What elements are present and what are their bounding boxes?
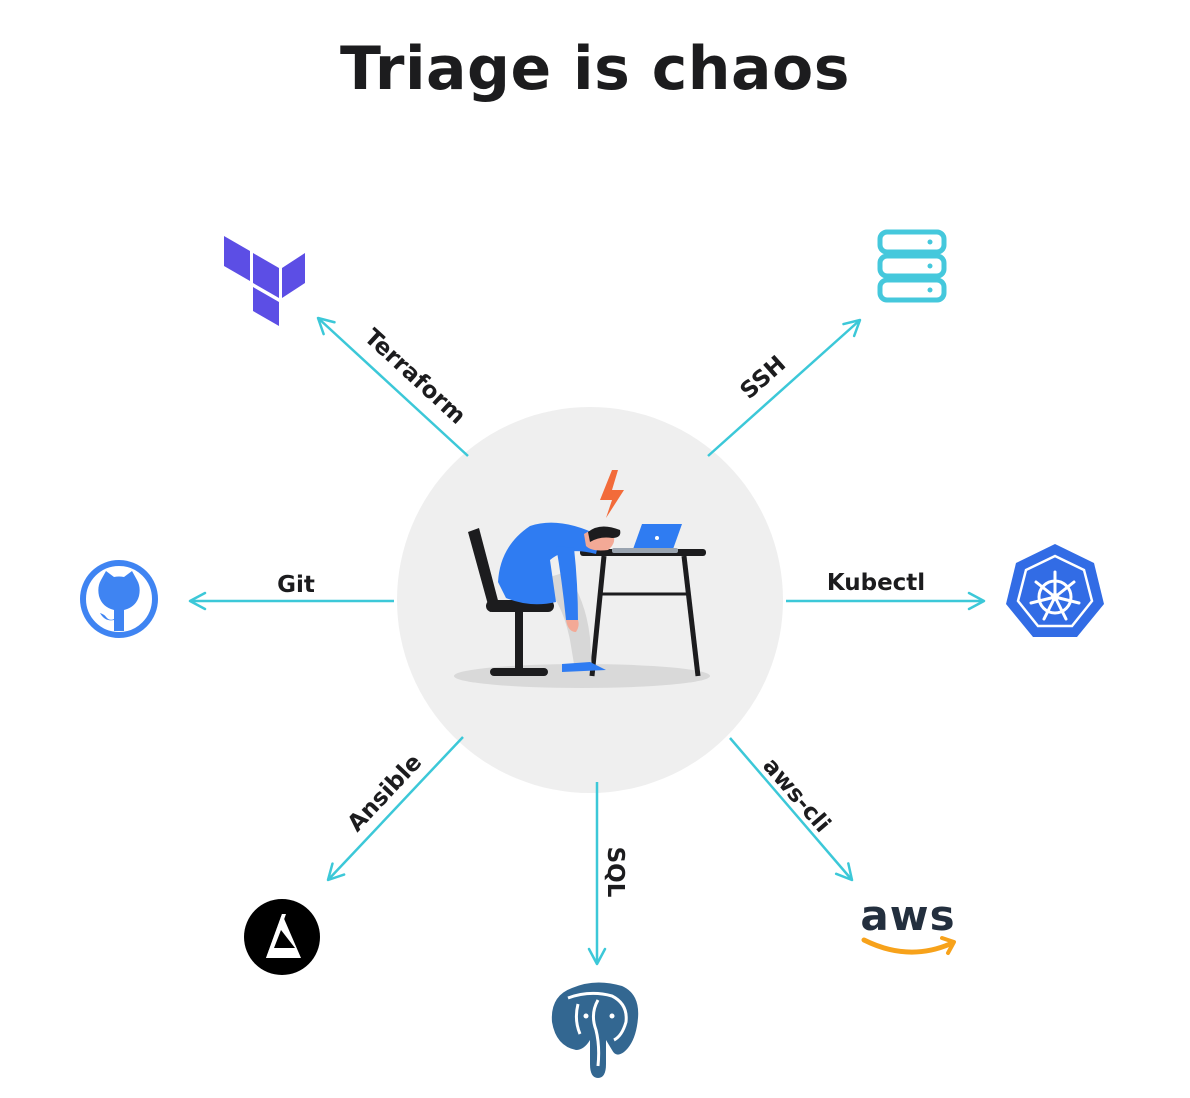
label-ansible: Ansible [343,749,428,836]
server-icon [877,229,947,303]
kubernetes-icon [1006,544,1104,637]
arrow-ssh [707,318,862,457]
center-circle [397,407,783,793]
github-icon [80,560,158,638]
page-title: Triage is chaos [340,34,850,104]
terraform-icon [224,236,305,326]
aws-logo-text: aws [860,891,955,940]
tired-developer-illustration [454,470,710,688]
arrow-ansible [326,736,464,882]
label-awscli: aws-cli [757,753,835,838]
ansible-icon [244,899,320,975]
arrow-terraform [316,316,469,457]
label-kubectl: Kubectl [827,570,925,596]
label-terraform: Terraform [359,324,470,429]
label-ssh: SSH [736,351,792,405]
postgresql-icon [551,982,639,1078]
label-git: Git [277,572,315,598]
aws-icon: aws [860,891,956,955]
label-sql: SQL [602,847,628,898]
arrow-awscli [729,737,854,882]
